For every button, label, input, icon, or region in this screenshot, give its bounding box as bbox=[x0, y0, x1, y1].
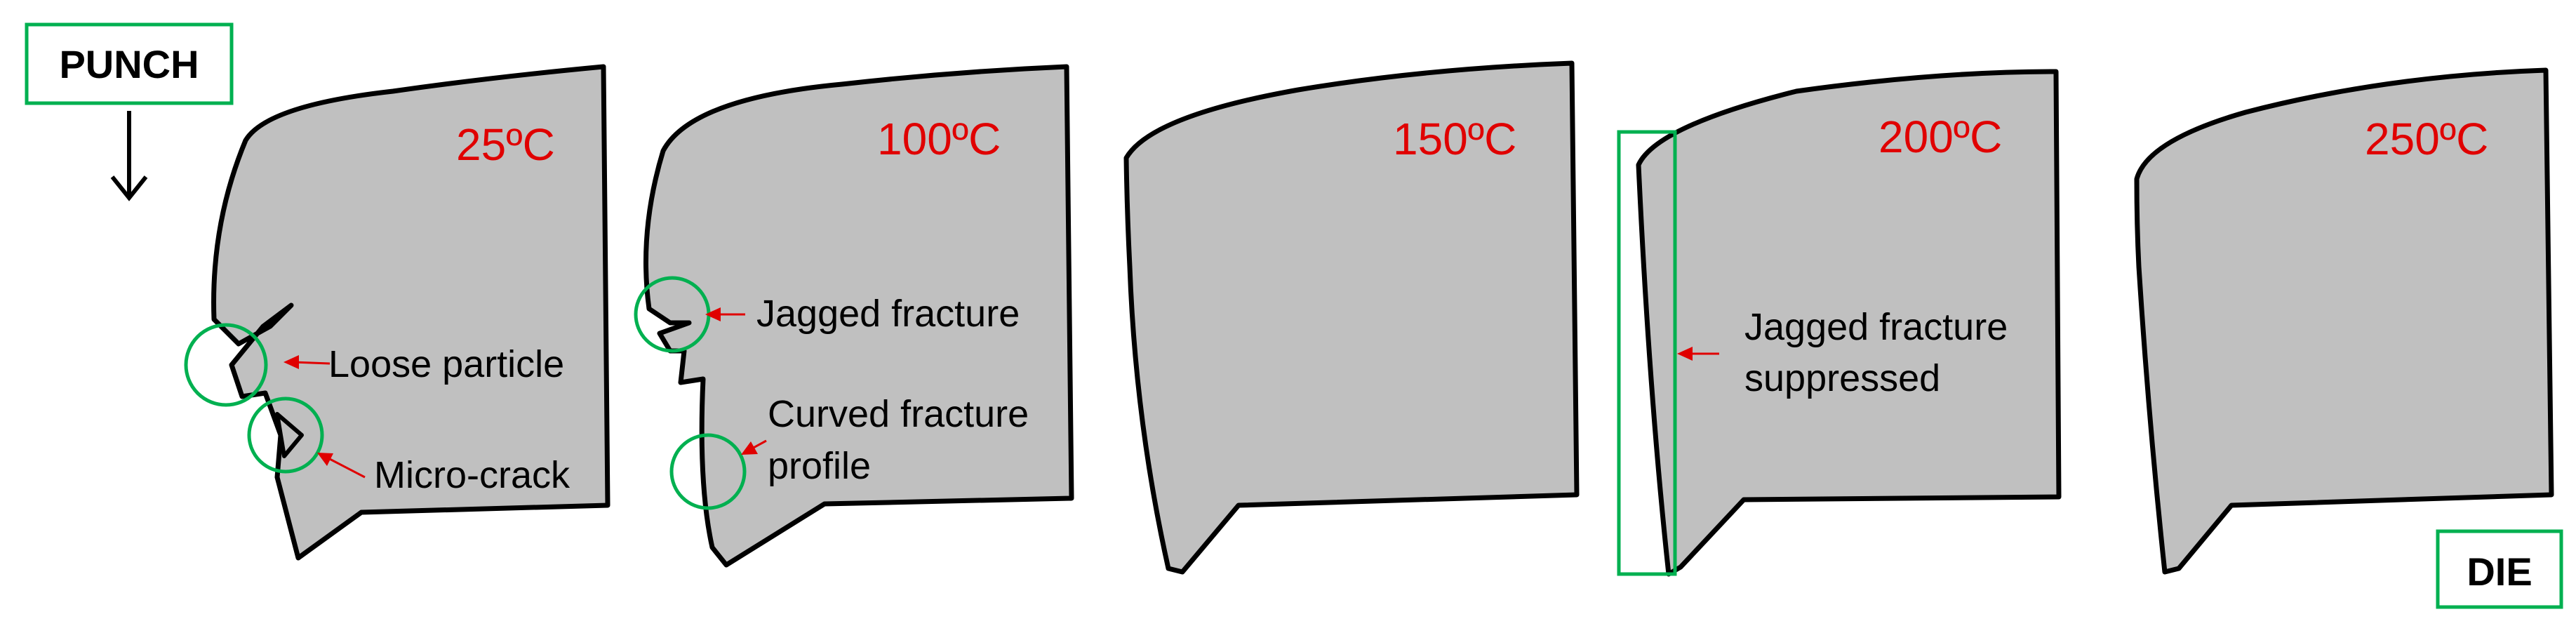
curved-fracture-label-line2: profile bbox=[768, 445, 871, 487]
micro-crack-shape bbox=[275, 412, 304, 458]
micro-crack-label: Micro-crack bbox=[374, 454, 570, 496]
micro-crack-pointer bbox=[317, 453, 366, 479]
sample-25c-temperature: 25ºC bbox=[456, 119, 555, 170]
sample-150c-temperature: 150ºC bbox=[1393, 114, 1516, 164]
die-label: DIE bbox=[2467, 550, 2532, 594]
suppressed-fracture-highlight bbox=[1617, 130, 1677, 576]
sample-200c: 200ºC Jagged fracture suppressed bbox=[1617, 69, 2062, 577]
die-label-box bbox=[2436, 529, 2563, 609]
sample-100c-profile bbox=[643, 64, 1074, 568]
curved-fracture-highlight bbox=[669, 433, 747, 510]
jagged-fracture-pointer bbox=[705, 307, 745, 321]
sample-150c-profile bbox=[1123, 60, 1580, 575]
jagged-fracture-label: Jagged fracture bbox=[756, 293, 1020, 335]
sample-200c-temperature: 200ºC bbox=[1878, 112, 2002, 162]
sample-25c-profile bbox=[211, 64, 610, 561]
punch-label: PUNCH bbox=[59, 42, 199, 86]
sample-200c-profile bbox=[1636, 69, 2062, 577]
suppressed-fracture-label-line1: Jagged fracture bbox=[1744, 306, 2008, 348]
sample-150c: 150ºC bbox=[1123, 60, 1580, 575]
sample-100c-temperature: 100ºC bbox=[877, 114, 1001, 164]
suppressed-fracture-pointer bbox=[1677, 347, 1719, 361]
micro-crack-highlight bbox=[247, 397, 324, 474]
sample-100c: 100ºC Jagged fracture Curved fracture pr… bbox=[634, 64, 1074, 568]
suppressed-fracture-label-line2: suppressed bbox=[1744, 357, 1940, 399]
sample-25c: 25ºC Loose particle Micro-crack bbox=[184, 64, 610, 561]
punch-direction-arrow bbox=[110, 111, 148, 201]
sample-250c: 250ºC bbox=[2134, 67, 2554, 575]
sample-250c-profile bbox=[2134, 67, 2554, 575]
loose-particle-label: Loose particle bbox=[328, 343, 564, 385]
loose-particle-highlight bbox=[184, 323, 268, 407]
punch-label-box bbox=[25, 22, 234, 105]
sample-250c-temperature: 250ºC bbox=[2365, 114, 2488, 164]
curved-fracture-pointer bbox=[741, 439, 767, 455]
loose-particle-pointer bbox=[283, 355, 331, 369]
curved-fracture-label-line1: Curved fracture bbox=[768, 393, 1029, 435]
